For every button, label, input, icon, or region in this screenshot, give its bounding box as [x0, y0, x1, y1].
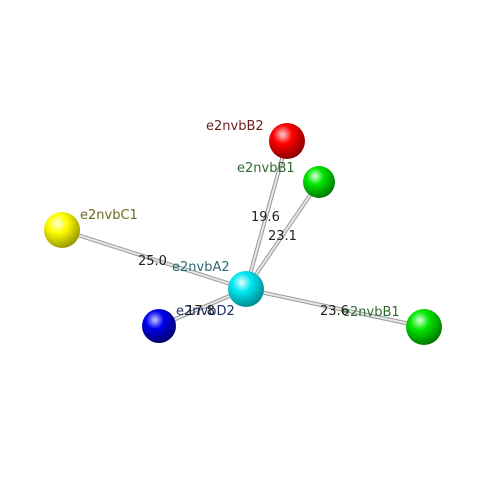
node-c1-sphere	[44, 212, 80, 248]
node-b1-upper-label: e2nvbB1	[237, 161, 295, 176]
distance-label-a2-d2: 17.8	[186, 304, 215, 319]
distance-label-a2-b1-right: 23.6	[320, 304, 349, 319]
node-a2-sphere	[228, 271, 264, 307]
edge-a2-b1-upper	[244, 180, 321, 291]
node-d2-sphere	[142, 309, 176, 343]
node-b1-right-label: e2nvbB1	[342, 305, 400, 320]
node-b1-upper-sphere	[303, 166, 335, 198]
node-a2-label: e2nvbA2	[172, 260, 230, 275]
node-d2-label: e2nvbD2	[176, 304, 235, 319]
node-c1-label: e2nvbC1	[80, 208, 138, 223]
edge-a2-b2	[244, 139, 289, 291]
edge-a2-c1	[60, 228, 248, 291]
distance-label-a2-b1-upper: 23.1	[268, 229, 297, 244]
node-b2-label: e2nvbB2	[206, 119, 264, 134]
edge-a2-b1-right	[244, 287, 426, 329]
node-b1-right-sphere	[406, 309, 442, 345]
node-b2-sphere	[269, 123, 305, 159]
distance-label-a2-c1: 25.0	[138, 254, 167, 269]
distance-label-a2-b2: 19.6	[251, 210, 280, 225]
